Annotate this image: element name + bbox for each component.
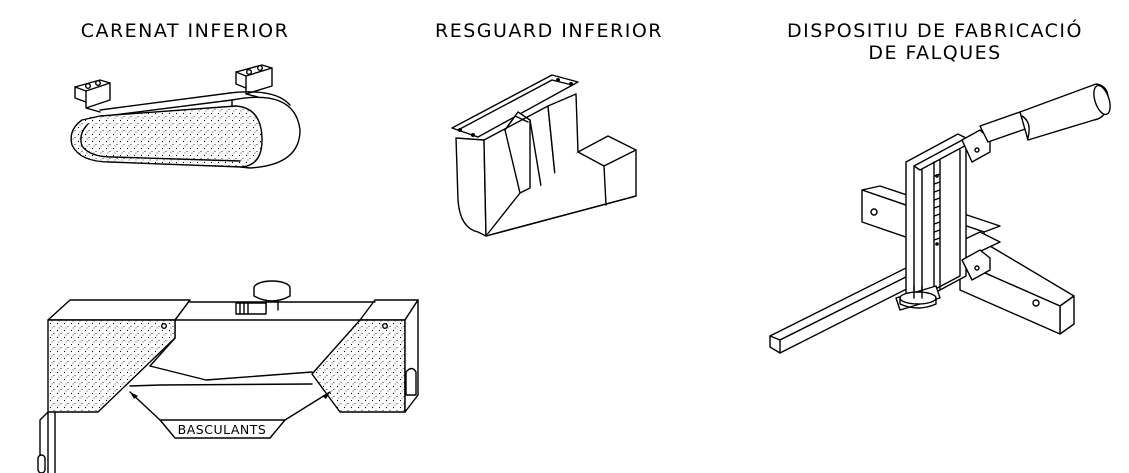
carenat-inferior-title: CARENAT INFERIOR: [80, 20, 290, 42]
basculants-drawing: BASCULANTS: [37, 280, 419, 473]
carenat-left-bracket: [74, 79, 111, 92]
carenat-right-bracket: [235, 64, 273, 77]
dispositiu-fabricacio-title: DISPOSITIU DE FABRICACIÓ DE FALQUES: [750, 20, 1120, 64]
dispositiu-fabricacio-drawing: [769, 83, 1111, 354]
left-basculant-block: [47, 319, 176, 413]
dispositiu-title-line-2: DE FALQUES: [868, 42, 1002, 64]
basculants-label: BASCULANTS: [178, 422, 267, 437]
carenat-inferior-drawing: [70, 64, 301, 169]
resguard-inferior-title: RESGUARD INFERIOR: [435, 20, 663, 42]
carenat-stippled-panel: [70, 105, 263, 168]
dispositiu-title-line-1: DISPOSITIU DE FABRICACIÓ: [787, 20, 1083, 42]
resguard-inferior-drawing: [451, 74, 637, 237]
